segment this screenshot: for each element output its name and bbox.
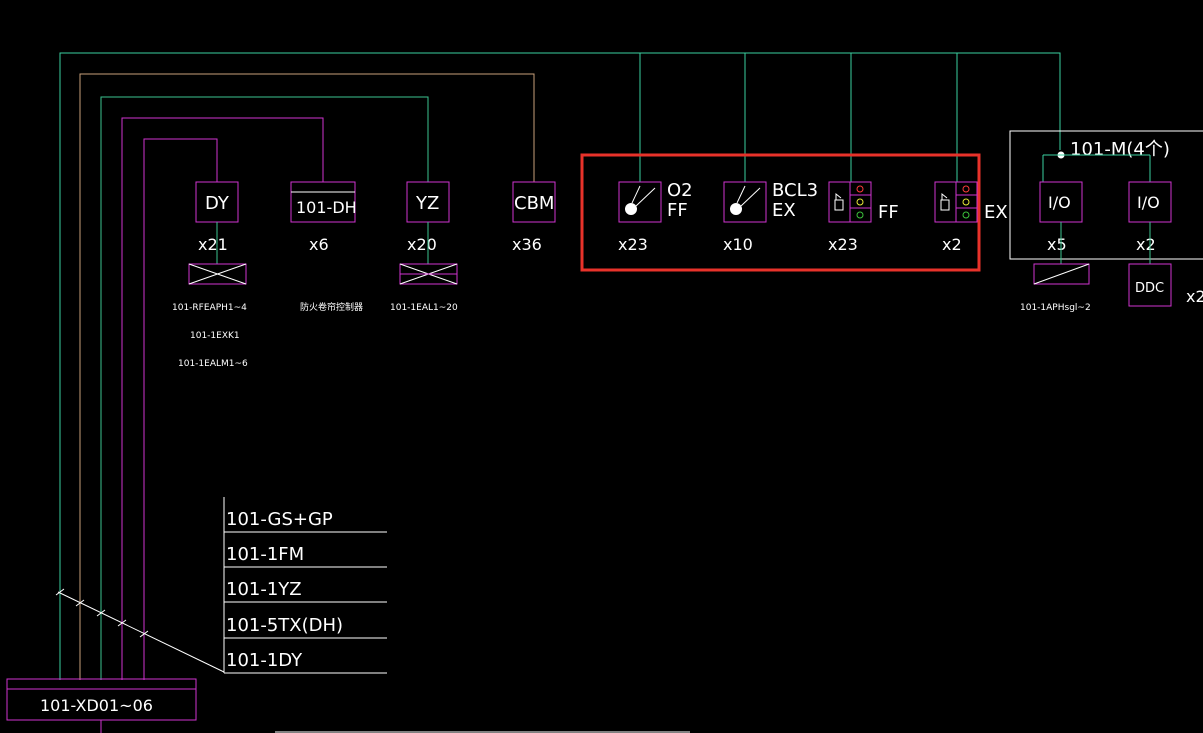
bus-line-dh bbox=[121, 117, 324, 680]
detector-group: O2 FF x23 BCL3 EX x10 bbox=[580, 153, 1008, 272]
det1-tag-top: O2 bbox=[667, 180, 693, 201]
ddc-count: x2 bbox=[1186, 287, 1203, 306]
det4-tag: EX bbox=[984, 202, 1008, 223]
bus-line-yz bbox=[100, 96, 429, 680]
det3-count: x23 bbox=[828, 235, 858, 254]
sound-light-alarm-icon bbox=[940, 185, 970, 219]
smoke-detector-icon bbox=[625, 185, 656, 215]
io1-count: x5 bbox=[1047, 235, 1067, 254]
legend-item: 101-5TX(DH) bbox=[226, 615, 343, 636]
det2-tag-bottom: EX bbox=[772, 200, 796, 221]
io2-label: I/O bbox=[1137, 193, 1160, 212]
device-cbm-count: x36 bbox=[512, 235, 542, 254]
panel-label: 101-XD01~06 bbox=[40, 696, 153, 715]
device-yz-count: x20 bbox=[407, 235, 437, 254]
det1-tag-bottom: FF bbox=[667, 200, 688, 221]
device-yz[interactable]: YZ x20 101-1EAL1~20 bbox=[390, 181, 458, 313]
legend-item: 101-GS+GP bbox=[226, 509, 333, 530]
legend-item: 101-1FM bbox=[226, 544, 304, 565]
ddc-label: DDC bbox=[1135, 281, 1164, 296]
det4-count: x2 bbox=[942, 235, 962, 254]
module-group-title: 101-M(4个) bbox=[1070, 139, 1170, 160]
io1-label: I/O bbox=[1048, 193, 1071, 212]
device-dh[interactable]: 101-DH x6 防火卷帘控制器 bbox=[290, 181, 363, 313]
bundle-ticks bbox=[55, 588, 225, 673]
control-panel[interactable]: 101-XD01~06 bbox=[6, 678, 197, 721]
det1-count: x23 bbox=[618, 235, 648, 254]
smoke-detector-icon bbox=[730, 185, 761, 215]
io2-count: x2 bbox=[1136, 235, 1156, 254]
detector-det3[interactable]: FF x23 bbox=[828, 181, 899, 254]
device-dy-label: DY bbox=[205, 193, 230, 214]
io-sub: 101-1APHsgl~2 bbox=[1020, 303, 1091, 313]
detector-det1[interactable]: O2 FF x23 bbox=[618, 180, 693, 254]
module-io2[interactable]: I/O x2 bbox=[1128, 181, 1172, 264]
det2-count: x10 bbox=[723, 235, 753, 254]
device-yz-label: YZ bbox=[415, 193, 439, 214]
module-group: 101-M(4个) I/O x5 101-1APHsgl~2 I/O x2 DD… bbox=[1009, 130, 1203, 313]
module-io1[interactable]: I/O x5 101-1APHsgl~2 bbox=[1020, 181, 1091, 313]
device-cbm[interactable]: CBM x36 bbox=[512, 181, 556, 254]
bus-line-cbm bbox=[79, 73, 535, 680]
device-dy[interactable]: DY x21 101-RFEAPH1~4 101-1EXK1 101-1EALM… bbox=[172, 181, 248, 369]
det2-tag-top: BCL3 bbox=[772, 180, 818, 201]
device-dy-count: x21 bbox=[198, 235, 228, 254]
bus-lines bbox=[59, 52, 1061, 733]
device-cbm-label: CBM bbox=[514, 193, 554, 214]
dy-sub-2: 101-1EXK1 bbox=[190, 331, 240, 341]
cable-legend: 101-GS+GP 101-1FM 101-1YZ 101-5TX(DH) 10… bbox=[223, 497, 387, 674]
detector-det4[interactable]: EX x2 bbox=[934, 181, 1008, 254]
device-dh-label: 101-DH bbox=[296, 198, 357, 217]
det3-tag: FF bbox=[878, 202, 899, 223]
detector-det2[interactable]: BCL3 EX x10 bbox=[723, 180, 818, 254]
dh-sub: 防火卷帘控制器 bbox=[300, 301, 363, 313]
ddc-controller[interactable]: DDC x2 bbox=[1128, 263, 1203, 307]
yz-sub: 101-1EAL1~20 bbox=[390, 303, 458, 313]
legend-item: 101-1YZ bbox=[226, 579, 302, 600]
device-dh-count: x6 bbox=[309, 235, 329, 254]
bus-line-top bbox=[59, 52, 1061, 680]
dy-sub-1: 101-RFEAPH1~4 bbox=[172, 303, 247, 313]
dy-sub-3: 101-1EALM1~6 bbox=[178, 359, 248, 369]
highlight-frame bbox=[580, 153, 981, 272]
sound-light-alarm-icon bbox=[834, 185, 864, 219]
legend-item: 101-1DY bbox=[226, 650, 303, 671]
bus-line-dy bbox=[143, 138, 218, 680]
